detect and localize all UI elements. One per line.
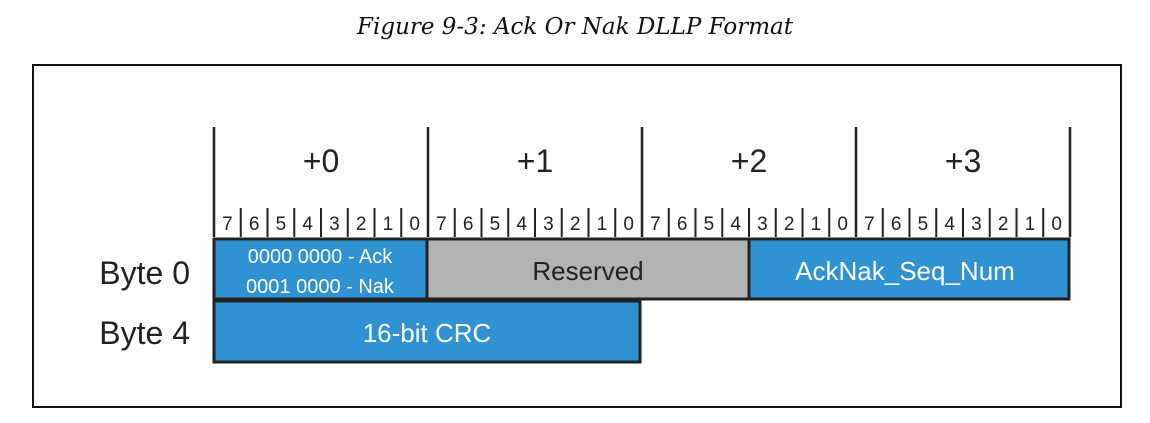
bit-number-label: 3 — [971, 214, 982, 235]
bit-number-label: 6 — [677, 214, 688, 235]
diagram-frame — [32, 64, 1122, 408]
bit-number-label: 3 — [757, 214, 768, 235]
bit-number-label: 3 — [329, 214, 340, 235]
bit-number-label: 1 — [597, 214, 608, 235]
bit-number-label: 2 — [356, 214, 367, 235]
bit-number-label: 2 — [570, 214, 581, 235]
bit-number-label: 0 — [837, 214, 848, 235]
bit-number-label: 0 — [623, 214, 634, 235]
bit-number-label: 1 — [1025, 214, 1036, 235]
row-label-byte4: Byte 4 — [99, 315, 190, 351]
reserved-label: Reserved — [532, 256, 643, 286]
nak-type-text: 0001 0000 - Nak — [246, 276, 395, 298]
bit-number-label: 0 — [409, 214, 420, 235]
bit-number-label: 5 — [918, 214, 929, 235]
bit-number-label: 4 — [302, 214, 313, 235]
crc-label: 16-bit CRC — [363, 318, 492, 348]
byte-offset-label: +0 — [303, 143, 339, 179]
bit-number-label: 7 — [222, 214, 233, 235]
bit-number-label: 7 — [436, 214, 447, 235]
ack-type-text: 0000 0000 - Ack — [248, 246, 394, 268]
bit-number-label: 6 — [463, 214, 474, 235]
seq-num-label: AckNak_Seq_Num — [795, 256, 1015, 286]
bit-number-label: 4 — [516, 214, 527, 235]
bit-number-label: 3 — [543, 214, 554, 235]
bit-number-label: 1 — [811, 214, 822, 235]
bit-number-label: 4 — [730, 214, 741, 235]
crc-field — [212, 299, 642, 364]
bit-number-label: 2 — [784, 214, 795, 235]
reserved-field — [425, 237, 751, 301]
bit-number-label: 4 — [944, 214, 955, 235]
seq-num-field — [747, 237, 1071, 301]
byte-offset-label: +3 — [945, 143, 981, 179]
bit-number-label: 6 — [891, 214, 902, 235]
bit-number-label: 0 — [1051, 214, 1062, 235]
bit-number-label: 6 — [249, 214, 260, 235]
bit-number-label: 1 — [383, 214, 394, 235]
figure-caption: Figure 9-3: Ack Or Nak DLLP Format — [357, 14, 793, 40]
bit-number-label: 5 — [704, 214, 715, 235]
bit-number-label: 5 — [276, 214, 287, 235]
bit-number-label: 5 — [490, 214, 501, 235]
bit-number-label: 7 — [864, 214, 875, 235]
row-label-byte0: Byte 0 — [99, 255, 190, 291]
bit-number-label: 7 — [650, 214, 661, 235]
byte-offset-label: +2 — [731, 143, 767, 179]
bit-number-label: 2 — [998, 214, 1009, 235]
byte-offset-label: +1 — [517, 143, 553, 179]
